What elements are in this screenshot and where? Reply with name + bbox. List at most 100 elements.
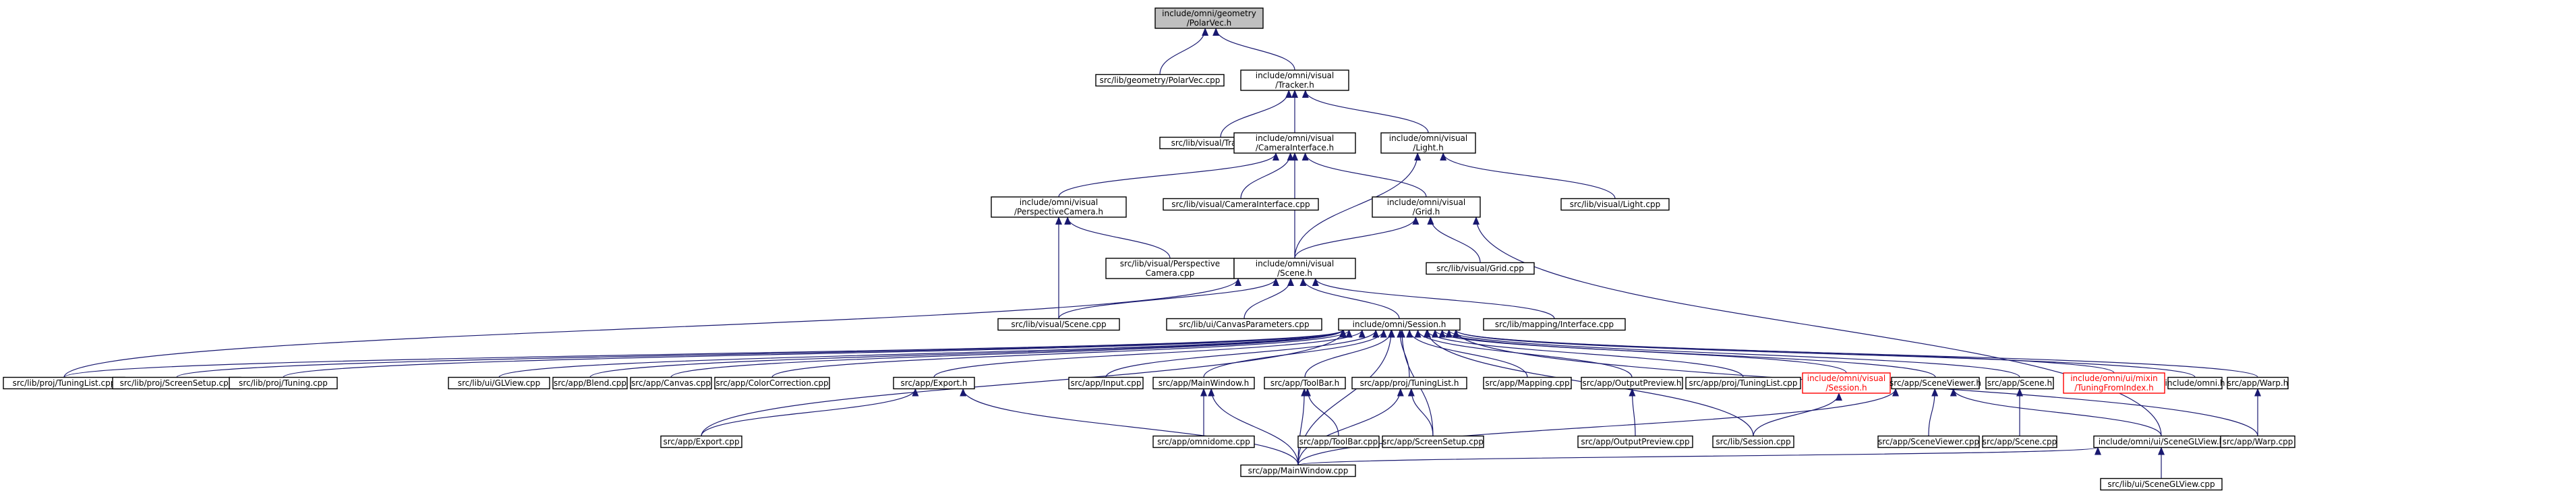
graph-node-light-cpp[interactable]: src/lib/visual/Light.cpp: [1560, 198, 1670, 211]
graph-node-scene-h[interactable]: include/omni/visual/Scene.h: [1233, 258, 1356, 279]
graph-node-tuninglist-cpp-app[interactable]: src/app/proj/TuningList.cpp: [1685, 376, 1801, 390]
node-label: src/lib/visual/Scene.cpp: [1011, 320, 1106, 329]
dependency-edge: [1297, 388, 1404, 465]
graph-node-export-h[interactable]: src/app/Export.h: [893, 376, 975, 390]
dependency-edge: [1203, 329, 1387, 378]
node-label: src/app/Blend.cpp: [554, 378, 626, 388]
node-label: src/app/Warp.cpp: [2223, 437, 2293, 446]
graph-node-mainwindow-h[interactable]: src/app/MainWindow.h: [1152, 376, 1255, 390]
dependency-edge: [1212, 28, 1295, 71]
graph-node-perspcam-h[interactable]: include/omni/visual/PerspectiveCamera.h: [991, 196, 1127, 218]
dependency-edge: [1297, 446, 2101, 466]
node-label: /CameraInterface.h: [1256, 143, 1334, 152]
dependency-edge: [1301, 152, 1427, 198]
node-label: src/app/Warp.h: [2227, 378, 2289, 388]
dependency-edge: [1445, 329, 2020, 378]
dependency-edge: [1297, 388, 1308, 465]
graph-node-grid-h[interactable]: include/omni/visual/Grid.h: [1372, 196, 1481, 218]
node-label: /PolarVec.h: [1187, 18, 1232, 28]
graph-node-toolbar-cpp[interactable]: src/app/ToolBar.cpp: [1297, 435, 1380, 448]
node-box: [1338, 318, 1461, 331]
graph-node-outputpreview-cpp[interactable]: src/app/OutputPreview.cpp: [1577, 435, 1693, 448]
graph-node-tuningfromindex-h[interactable]: include/omni/ui/mixin/TuningFromIndex.h: [2063, 372, 2165, 394]
graph-node-omnidome-cpp[interactable]: src/app/omnidome.cpp: [1152, 435, 1255, 448]
graph-node-polarvec-cpp[interactable]: src/lib/geometry/PolarVec.cpp: [1095, 74, 1225, 87]
node-label: /Tracker.h: [1275, 80, 1314, 90]
graph-node-warp-h[interactable]: src/app/Warp.h: [2227, 376, 2289, 390]
node-box: [1426, 262, 1535, 275]
node-box: [1068, 376, 1144, 390]
graph-node-canvas-cpp[interactable]: src/app/Canvas.cpp: [630, 376, 712, 390]
graph-node-tuninglist-cpp-lib[interactable]: src/lib/proj/TuningList.cpp: [3, 376, 125, 390]
dependency-edge: [1240, 152, 1294, 199]
graph-node-camiface-cpp[interactable]: src/lib/visual/CameraInterface.cpp: [1163, 198, 1319, 211]
graph-node-session-h[interactable]: include/omni/Session.h: [1338, 318, 1461, 331]
node-box: [229, 376, 338, 390]
node-box: [1240, 69, 1349, 91]
node-box: [1095, 74, 1225, 87]
graph-node-screensetup-cpp-lib[interactable]: src/lib/proj/ScreenSetup.cpp: [112, 376, 241, 390]
graph-node-warp-cpp[interactable]: src/app/Warp.cpp: [2220, 435, 2295, 448]
node-box: [1264, 376, 1346, 390]
graph-node-omni-h[interactable]: include/omni.h: [2165, 376, 2225, 390]
graph-node-tuning-cpp-lib[interactable]: src/lib/proj/Tuning.cpp: [229, 376, 338, 390]
graph-node-camiface-h[interactable]: include/omni/visual/CameraInterface.h: [1233, 132, 1356, 154]
graph-node-light-h[interactable]: include/omni/visual/Light.h: [1380, 132, 1476, 154]
graph-node-export-cpp[interactable]: src/app/Export.cpp: [660, 435, 742, 448]
graph-node-mapping-iface-cpp[interactable]: src/lib/mapping/Interface.cpp: [1483, 318, 1626, 331]
graph-node-sceneglview-cpp[interactable]: src/lib/ui/SceneGLView.cpp: [2100, 477, 2223, 491]
node-label: src/app/proj/TuningList.h: [1360, 378, 1459, 388]
node-box: [1351, 376, 1467, 390]
graph-node-sceneviewer-h[interactable]: src/app/SceneViewer.h: [1890, 376, 1981, 390]
graph-node-glview-cpp[interactable]: src/lib/ui/GLView.cpp: [448, 376, 550, 390]
graph-node-session-cpp[interactable]: src/lib/Session.cpp: [1712, 435, 1794, 448]
node-label: src/app/Scene.cpp: [1983, 437, 2057, 446]
graph-node-scene-cpp-lib[interactable]: src/lib/visual/Scene.cpp: [997, 318, 1120, 331]
graph-node-mainwindow-cpp[interactable]: src/app/MainWindow.cpp: [1240, 464, 1356, 477]
node-box: [1802, 372, 1891, 394]
graph-node-grid-cpp[interactable]: src/lib/visual/Grid.cpp: [1426, 262, 1535, 275]
dependency-edge: [1312, 278, 1555, 319]
dependency-edge: [933, 329, 1366, 378]
node-label: src/lib/ui/GLView.cpp: [458, 378, 541, 388]
node-label: include/omni/ui/SceneGLView.h: [2099, 437, 2225, 446]
dependency-edge: [1453, 329, 2196, 378]
graph-node-sceneviewer-cpp[interactable]: src/app/SceneViewer.cpp: [1877, 435, 1980, 448]
node-box: [1233, 258, 1356, 279]
graph-node-tracker-h[interactable]: include/omni/visual/Tracker.h: [1240, 69, 1349, 91]
graph-node-perspcam-cpp[interactable]: src/lib/visual/PerspectiveCamera.cpp: [1105, 258, 1235, 279]
node-box: [2227, 376, 2289, 390]
graph-node-sceneglview-h[interactable]: include/omni/ui/SceneGLView.h: [2093, 435, 2229, 448]
graph-node-polarvec-h[interactable]: include/omni/geometry/PolarVec.h: [1154, 7, 1264, 29]
graph-node-input-cpp[interactable]: src/app/Input.cpp: [1068, 376, 1144, 390]
node-box: [630, 376, 712, 390]
graph-node-blend-cpp[interactable]: src/app/Blend.cpp: [552, 376, 628, 390]
graph-node-colorcorr-cpp[interactable]: src/app/ColorCorrection.cpp: [714, 376, 830, 390]
graph-node-scene-cpp-app[interactable]: src/app/Scene.cpp: [1982, 435, 2057, 448]
graph-node-screensetup-cpp-app[interactable]: src/app/ScreenSetup.cpp: [1382, 435, 1484, 448]
graph-node-visual-session-h[interactable]: include/omni/visual/Session.h: [1802, 372, 1891, 394]
graph-node-scene-h-app[interactable]: src/app/Scene.h: [1985, 376, 2054, 390]
dependency-edge: [1406, 329, 1528, 378]
dependency-edge: [1414, 329, 1633, 378]
node-box: [1152, 376, 1255, 390]
node-label: src/lib/visual/Grid.cpp: [1436, 264, 1524, 273]
dependency-edge: [1058, 152, 1279, 198]
node-label: Camera.cpp: [1146, 268, 1195, 278]
node-label: include/omni/geometry: [1162, 9, 1256, 18]
node-box: [1233, 132, 1356, 154]
dependency-edge: [1064, 216, 1171, 259]
graph-node-mapping-cpp[interactable]: src/app/Mapping.cpp: [1483, 376, 1572, 390]
node-label: src/app/ColorCorrection.cpp: [715, 378, 828, 388]
graph-node-canvasparams-cpp[interactable]: src/lib/ui/CanvasParameters.cpp: [1166, 318, 1322, 331]
dependency-edge: [1299, 278, 1400, 319]
node-label: src/app/Scene.h: [1987, 378, 2052, 388]
node-label: src/app/SceneViewer.h: [1890, 378, 1981, 388]
graph-node-toolbar-h[interactable]: src/app/ToolBar.h: [1264, 376, 1346, 390]
graph-node-outputpreview-h[interactable]: src/app/OutputPreview.h: [1581, 376, 1683, 390]
node-label: src/app/ScreenSetup.cpp: [1382, 437, 1484, 446]
node-label: /Light.h: [1413, 143, 1443, 152]
node-label: src/app/Input.cpp: [1071, 378, 1142, 388]
node-box: [552, 376, 628, 390]
graph-node-tuninglist-h[interactable]: src/app/proj/TuningList.h: [1351, 376, 1467, 390]
